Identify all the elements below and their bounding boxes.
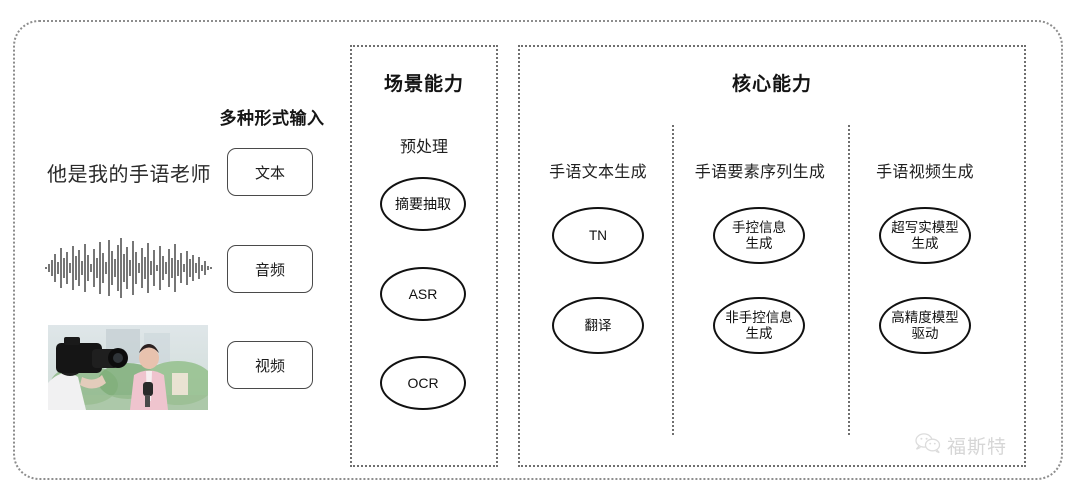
node-asr[interactable]: ASR <box>380 267 466 321</box>
core-column-label-sign-text-generation: 手语文本生成 <box>549 164 647 181</box>
core-capability-title: 核心能力 <box>731 74 812 95</box>
node-summary-extraction[interactable]: 摘要抽取 <box>380 177 466 231</box>
sample-sentence-text: 他是我的手语老师 <box>47 164 211 186</box>
core-column-label-sign-video-generation: 手语视频生成 <box>876 164 974 181</box>
modality-chip-text[interactable]: 文本 <box>227 148 313 196</box>
node-manual-info-generation[interactable]: 手控信息 生成 <box>713 207 805 264</box>
modality-chip-audio[interactable]: 音频 <box>227 245 313 293</box>
node-high-precision-model-driving-line2: 驱动 <box>911 325 939 341</box>
node-hyper-realistic-model-generation[interactable]: 超写实模型 生成 <box>879 207 971 264</box>
core-column-label-sign-element-sequence-generation: 手语要素序列生成 <box>694 164 826 181</box>
core-column-divider-2 <box>848 125 850 435</box>
outer-frame <box>13 20 1063 480</box>
scene-capability-title: 场景能力 <box>383 74 464 95</box>
scene-capability-panel: 场景能力 预处理 <box>350 45 498 467</box>
core-column-divider-1 <box>672 125 674 435</box>
node-manual-info-generation-line2: 生成 <box>745 235 773 251</box>
node-hyper-realistic-model-generation-line2: 生成 <box>911 235 939 251</box>
modality-chip-video[interactable]: 视频 <box>227 341 313 389</box>
node-high-precision-model-driving-line1: 高精度模型 <box>891 309 959 325</box>
node-non-manual-info-generation-line2: 生成 <box>745 325 773 341</box>
node-tn[interactable]: TN <box>552 207 644 264</box>
node-non-manual-info-generation[interactable]: 非手控信息 生成 <box>713 297 805 354</box>
node-non-manual-info-generation-line1: 非手控信息 <box>725 309 793 325</box>
waveform-icon <box>44 236 216 300</box>
node-ocr[interactable]: OCR <box>380 356 466 410</box>
node-translation-line1: 翻译 <box>584 317 612 333</box>
watermark-text: 福斯特 <box>947 437 1008 458</box>
wechat-icon <box>915 432 941 459</box>
input-section-header: 多种形式输入 <box>219 109 325 128</box>
node-manual-info-generation-line1: 手控信息 <box>732 219 786 235</box>
watermark: 福斯特 <box>915 432 1007 459</box>
node-translation[interactable]: 翻译 <box>552 297 644 354</box>
scene-capability-subtitle: 预处理 <box>399 139 448 156</box>
node-hyper-realistic-model-generation-line1: 超写实模型 <box>891 219 959 235</box>
core-capability-panel: 核心能力 <box>518 45 1026 467</box>
node-tn-line1: TN <box>589 227 607 243</box>
video-thumbnail-icon <box>48 325 208 410</box>
node-high-precision-model-driving[interactable]: 高精度模型 驱动 <box>879 297 971 354</box>
